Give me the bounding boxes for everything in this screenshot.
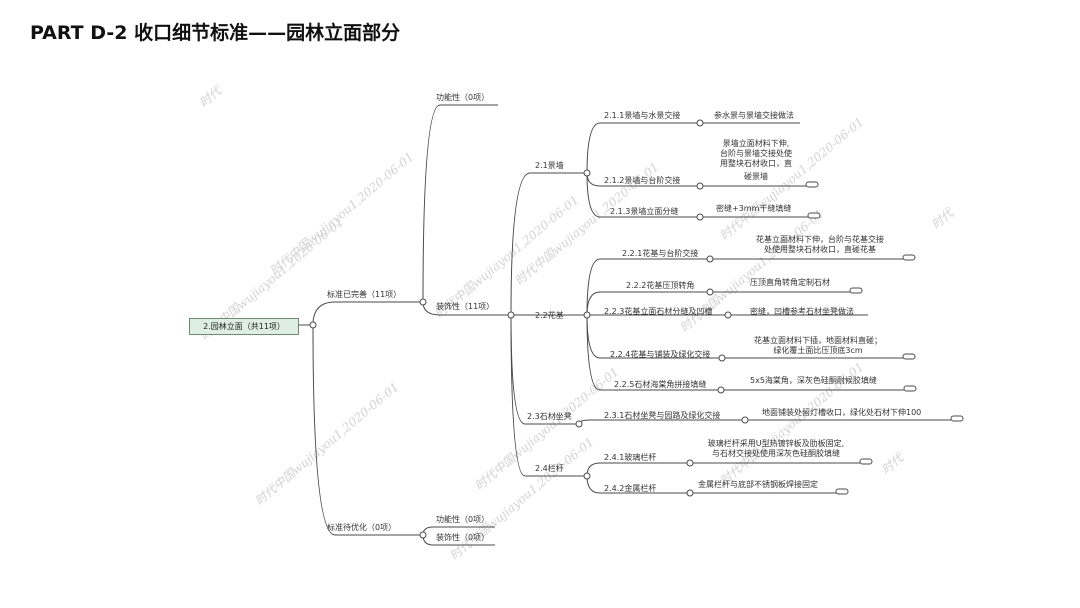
detail-2-3-1: 地面铺装处留灯槽收口，绿化处石材下伸100 <box>762 408 922 417</box>
item-2-1-3[interactable]: 2.1.3景墙立面分缝 <box>610 207 679 216</box>
detail-2-1-2: 景墙立面材料下伸,台阶与景墙交接处使用整块石材收口，直碰景墙 <box>720 139 792 181</box>
item-2-1-2[interactable]: 2.1.2景墙与台阶交接 <box>604 176 681 185</box>
group-2-1-wall[interactable]: 2.1景墙 <box>535 161 564 170</box>
group-2-4-railing[interactable]: 2.4栏杆 <box>535 464 564 473</box>
item-2-2-3[interactable]: 2.2.3花基立面石材分缝及凹槽 <box>604 307 713 316</box>
item-2-2-2[interactable]: 2.2.2花基压顶转角 <box>626 281 695 290</box>
node-pending-function[interactable]: 功能性（0项） <box>436 515 490 524</box>
detail-2-2-1: 花基立面材料下伸，台阶与花基交接处使用整块石材收口，直碰花基 <box>756 235 884 254</box>
detail-2-1-3: 密缝+3mm干缝填缝 <box>716 204 792 213</box>
item-2-4-1[interactable]: 2.4.1玻璃栏杆 <box>604 453 657 462</box>
detail-2-2-4: 花基立面材料下插，地面材料直碰；绿化覆土面比压顶底3cm <box>754 336 882 355</box>
item-2-3-1[interactable]: 2.3.1石材坐凳与园路及绿化交接 <box>604 411 721 420</box>
detail-2-1-1: 参水景与景墙交接做法 <box>714 111 794 120</box>
detail-2-4-2: 金属栏杆与底部不锈钢板焊接固定 <box>698 480 818 489</box>
item-2-2-1[interactable]: 2.2.1花基与台阶交接 <box>622 249 699 258</box>
item-2-2-5[interactable]: 2.2.5石材海棠角拼接填缝 <box>614 380 707 389</box>
branch-standard-done[interactable]: 标准已完善（11项） <box>327 290 402 299</box>
page-title: PART D-2 收口细节标准——园林立面部分 <box>30 22 401 44</box>
detail-2-2-2: 压顶直角转角定制石材 <box>750 278 830 287</box>
root-node[interactable]: 2.园林立面（共11项） <box>189 318 299 335</box>
detail-2-4-1: 玻璃栏杆采用U型热镀锌板及肋板固定,与石材交接处使用深灰色硅酮胶填缝 <box>707 439 845 458</box>
node-pending-decor[interactable]: 装饰性（0项） <box>436 533 490 542</box>
item-2-4-2[interactable]: 2.4.2金属栏杆 <box>604 484 657 493</box>
group-2-3-bench[interactable]: 2.3石材坐凳 <box>527 412 572 421</box>
detail-2-2-3: 密缝，凹槽参考石材坐凳做法 <box>750 307 854 316</box>
item-2-1-1[interactable]: 2.1.1景墙与水景交接 <box>604 111 681 120</box>
node-done-decor[interactable]: 装饰性（11项） <box>436 302 495 311</box>
branch-standard-pending[interactable]: 标准待优化（0项） <box>327 523 397 532</box>
detail-2-2-5: 5x5海棠角，深灰色硅酮耐候胶填缝 <box>750 376 877 385</box>
item-2-2-4[interactable]: 2.2.4花基与铺装及绿化交接 <box>610 350 711 359</box>
node-done-function[interactable]: 功能性（0项） <box>436 93 490 102</box>
group-2-2-planter[interactable]: 2.2花基 <box>535 311 564 320</box>
